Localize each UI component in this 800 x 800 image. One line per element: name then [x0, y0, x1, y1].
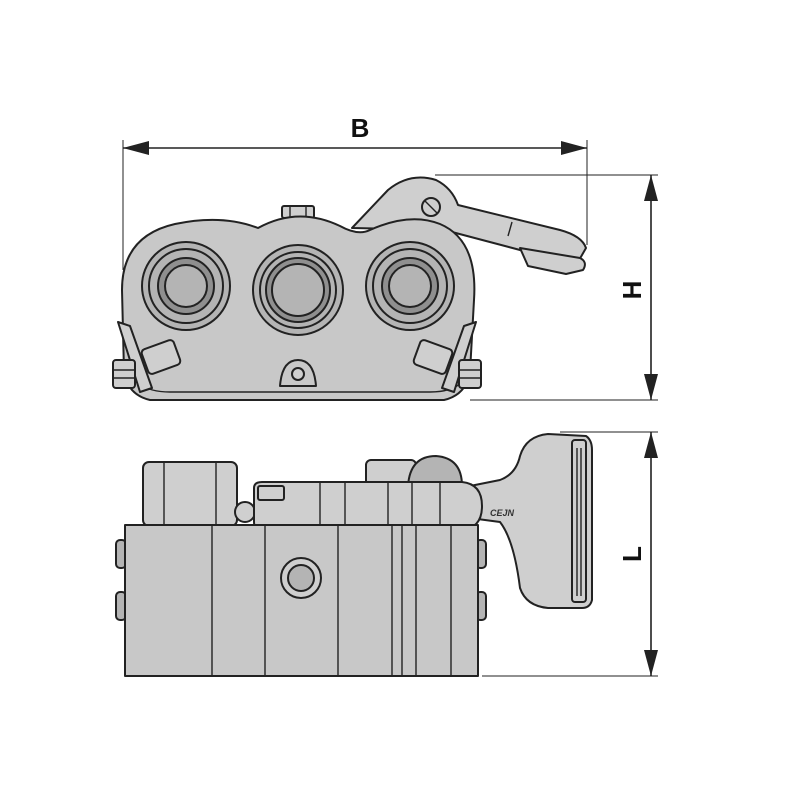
right-bolt [412, 339, 482, 389]
left-nut [142, 461, 256, 527]
coupling-latch [257, 485, 285, 501]
brand-logo: CEJN [490, 508, 515, 518]
port-center [252, 244, 344, 336]
left-bolt [112, 339, 182, 389]
dimension-b-label: B [351, 113, 370, 143]
housing-side [124, 524, 479, 677]
dimension-l: L [482, 431, 658, 677]
side-view: CEJN [115, 433, 593, 677]
port-right [365, 241, 455, 331]
coupling-bar [253, 481, 483, 531]
dimension-h-label: H [617, 281, 647, 300]
t-handle-side: CEJN [469, 433, 593, 609]
lever-handle-top [351, 176, 587, 275]
mounting-hole [280, 557, 322, 599]
port-left [141, 241, 231, 331]
dimension-l-label: L [617, 546, 647, 562]
dimension-b: B [122, 113, 588, 270]
top-view [112, 176, 587, 401]
dimension-h: H [435, 174, 658, 401]
